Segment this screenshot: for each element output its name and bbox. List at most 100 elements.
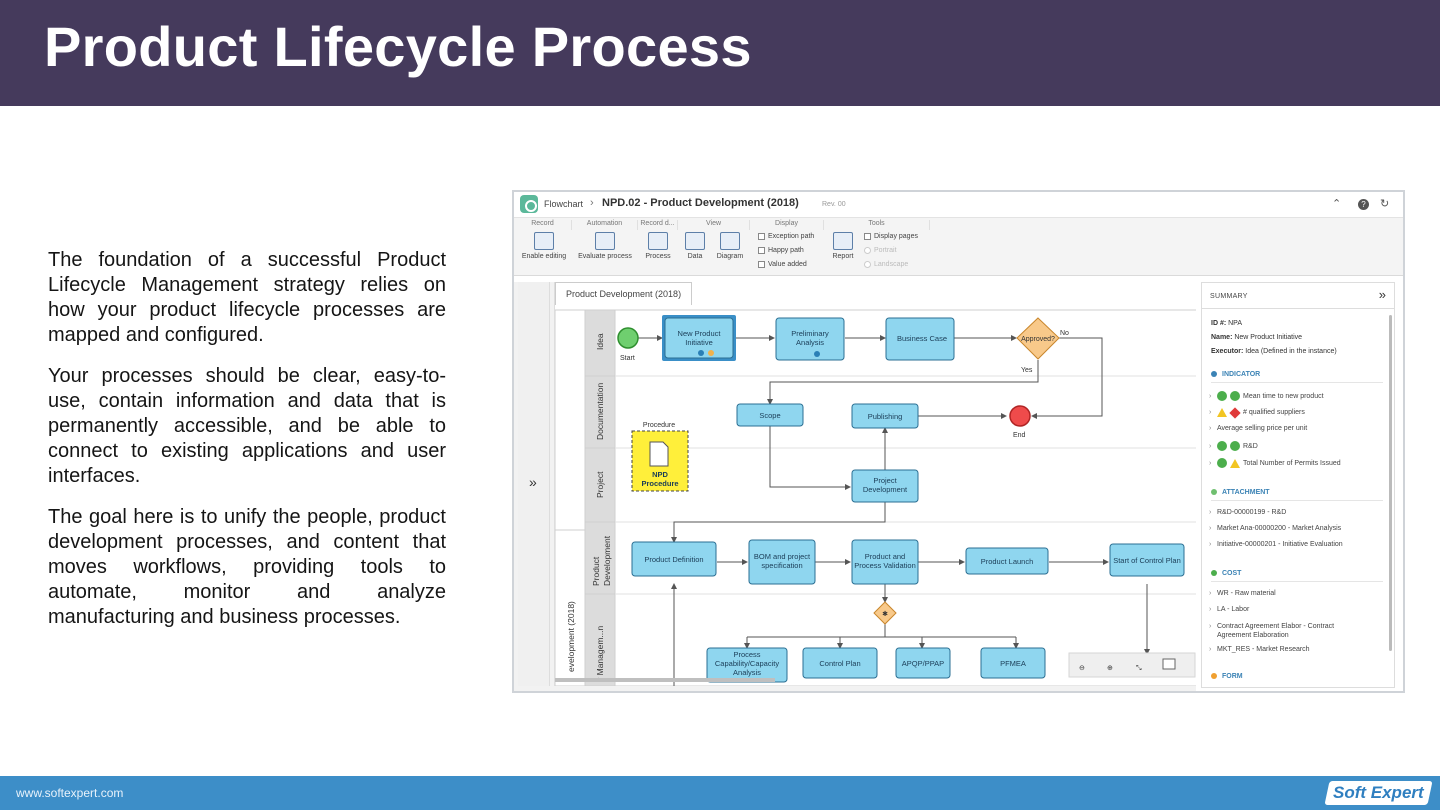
lane-header-documentation [584,375,616,449]
task-scp-label: Start of Control Plan [1113,556,1181,565]
tab-product-development[interactable]: Product Development (2018) [555,282,693,305]
task-scope[interactable] [736,403,804,427]
task-pcap-line1: Process [733,650,760,659]
task-publishing[interactable] [851,403,919,429]
task-pfmea-label: PFMEA [1000,659,1026,668]
indicator-row-5[interactable]: ›Total Number of Permits Issued [1209,458,1341,468]
evaluate-process-button[interactable]: Evaluate process [574,232,636,260]
task-ppv-line2: Process Validation [854,561,916,570]
indicator-row-3[interactable]: ›Average selling price per unit [1209,425,1308,432]
task-pre-line1: Preliminary [791,329,829,338]
end-event[interactable] [1009,405,1031,427]
attachment-row-1[interactable]: ›R&D-00000199 - R&D [1209,509,1287,516]
task-preliminary-analysis[interactable] [775,317,845,361]
paragraph-2: Your processes should be clear, easy-to-… [48,365,446,487]
cost-icon [1211,570,1217,576]
help-icon[interactable]: ? [1358,199,1369,210]
edit-icon [534,232,554,250]
horizontal-scrollbar[interactable] [555,678,775,682]
indicator-row-2[interactable]: ›# qualified suppliers [1209,406,1385,419]
zoom-toolbar [1068,652,1196,678]
lane-label-idea: Idea [595,333,605,350]
procedure-caption: Procedure [643,422,675,429]
task-apqp-ppap[interactable] [895,647,951,679]
indicator-row-4[interactable]: ›R&D [1209,441,1258,451]
slide-title: Product Lifecycle Process [44,15,752,78]
gateway-approved[interactable] [1016,317,1060,360]
cost-row-2[interactable]: ›LA - Labor [1209,606,1250,613]
summary-scrollbar[interactable] [1389,315,1392,651]
fit-screen-icon[interactable]: ⤡ [1136,665,1142,672]
paragraph-1: The foundation of a successful Product L… [48,249,446,346]
task-project-development[interactable] [851,469,919,503]
task-projdev-line2: Development [863,485,908,494]
pool-header [555,309,586,531]
lane-header-project [584,447,616,523]
exception-path-checkbox[interactable]: Exception path [758,233,814,240]
breadcrumb-root[interactable]: Flowchart [544,199,584,209]
display-pages-checkbox[interactable]: Display pages [864,233,918,240]
lane-label-quality: y Managem...n [595,626,605,682]
task-control-plan[interactable] [802,647,878,679]
task-new-product-initiative[interactable] [664,317,734,359]
process-screenshot: Flowchart › NPD.02 - Product Development… [512,190,1405,693]
section-indicator[interactable]: INDICATOR [1211,371,1383,383]
task-control-plan-label: Control Plan [819,659,860,668]
portrait-radio[interactable]: Portrait [864,247,897,254]
header-band: Product Lifecycle Process [0,0,1440,106]
gateway-no-label: No [1060,330,1069,337]
summary-header: SUMMARY » [1202,283,1394,309]
task-projdev-line1: Project [873,476,897,485]
end-label: End [1013,432,1026,439]
value-added-checkbox[interactable]: Value added [758,261,807,268]
task-apqp-label: APQP/PPAP [902,659,944,668]
refresh-icon[interactable]: ↻ [1380,198,1390,210]
parallel-gateway[interactable] [873,601,897,625]
landscape-radio[interactable]: Landscape [864,261,908,268]
task-bom-specification[interactable] [748,539,816,585]
zoom-in-icon[interactable]: ⊕ [1107,665,1113,672]
summary-panel: SUMMARY » ID #: NPA Name: New Product In… [1201,282,1395,688]
collapse-panel-icon[interactable]: » [1378,287,1386,302]
enable-editing-button[interactable]: Enable editing [518,232,570,260]
process-button[interactable]: Process [640,232,676,260]
section-form[interactable]: FORM [1211,673,1383,684]
attachment-row-3[interactable]: ›Initiative-00000201 - Initiative Evalua… [1209,541,1343,548]
task-product-definition[interactable] [631,541,717,577]
side-panel-toggle[interactable]: » [518,282,550,686]
gateway-yes-label: Yes [1021,367,1033,374]
indicator-row-1[interactable]: ›Mean time to new product [1209,391,1324,401]
cost-row-4[interactable]: ›MKT_RES - Market Research [1209,646,1310,653]
task-pcap-line2: Capability/Capacity [715,659,779,668]
task-bom-line2: specification [761,561,802,570]
task-product-launch[interactable] [965,547,1049,575]
task-start-control-plan[interactable] [1109,543,1185,577]
collapse-up-icon[interactable]: ⌃ [1332,198,1342,210]
task-pfmea[interactable] [980,647,1046,679]
flowchart-canvas[interactable]: Product Development (2018) [554,282,1196,686]
diagram-icon [720,232,740,250]
cost-row-1[interactable]: ›WR - Raw material [1209,590,1276,597]
zoom-out-icon[interactable]: ⊖ [1079,665,1085,672]
expand-panel-icon[interactable]: » [529,474,537,490]
section-attachment[interactable]: ATTACHMENT [1211,489,1383,501]
data-button[interactable]: Data [680,232,710,260]
cost-row-3[interactable]: ›Contract Agreement Elabor - Contract Ag… [1209,623,1335,639]
ribbon-group-display: Display [750,220,824,230]
printer-icon [833,232,853,250]
attachment-icon [1211,489,1217,495]
top-bar: Flowchart › NPD.02 - Product Development… [514,192,1403,218]
document-icon [649,441,669,467]
start-event[interactable] [617,327,639,349]
attachment-row-2[interactable]: ›Market Ana-00000200 - Market Analysis [1209,525,1342,532]
diagram-button[interactable]: Diagram [712,232,748,260]
task-product-launch-label: Product Launch [981,557,1034,566]
footer-url[interactable]: www.softexpert.com [16,786,124,800]
image-export-icon[interactable] [1162,658,1176,670]
summary-name: Name: New Product Initiative [1211,334,1303,341]
task-business-case[interactable] [885,317,955,361]
happy-path-checkbox[interactable]: Happy path [758,247,804,254]
task-product-process-validation[interactable] [851,539,919,585]
report-button[interactable]: Report [826,232,860,260]
section-cost[interactable]: COST [1211,570,1383,582]
